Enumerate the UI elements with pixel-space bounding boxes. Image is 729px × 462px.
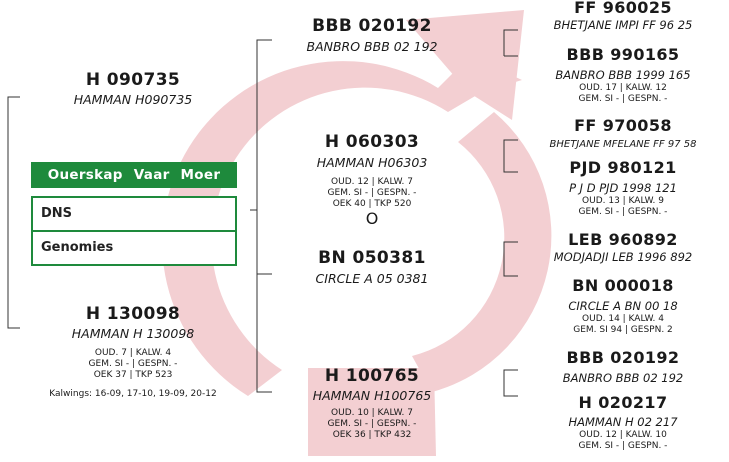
subject-stat-1: OUD. 12 | KALW. 7 [272,177,472,188]
offspring-stat-2: GEM. SI - | GESPN. - [272,419,472,430]
ancestor-stat: GEM. SI - | GESPN. - [520,441,726,452]
ancestor-id: LEB 960892 [520,230,726,249]
dam-stat-3: OEK 37 | TKP 523 [20,370,246,381]
ancestor-id: BBB 020192 [520,348,726,367]
sire-sire-name: BANBRO BBB 02 192 [272,39,472,55]
sire-sire-node[interactable]: BBB 020192 BANBRO BBB 02 192 [272,16,472,55]
offspring-name: HAMMAN H100765 [272,388,472,404]
ancestor-stat: GEM. SI - | GESPN. - [520,207,726,218]
dam-id: H 130098 [20,304,246,324]
subject-name: HAMMAN H06303 [272,155,472,171]
ancestor-name: BANBRO BBB 02 192 [520,370,726,386]
ancestor-id: H 020217 [520,393,726,412]
ancestor-name: BHETJANE IMPI FF 96 25 [520,17,726,33]
sire-sire-id: BBB 020192 [272,16,472,36]
ancestor-node[interactable]: BBB 990165 BANBRO BBB 1999 165 OUD. 17 |… [520,45,726,105]
ancestor-id: BBB 990165 [520,45,726,64]
offspring-stat-1: OUD. 10 | KALW. 7 [272,408,472,419]
subject-node[interactable]: H 060303 HAMMAN H06303 OUD. 12 | KALW. 7… [272,132,472,227]
subject-id: H 060303 [272,132,472,152]
offspring-id: H 100765 [272,366,472,386]
ancestor-stat: GEM. SI 94 | GESPN. 2 [520,325,726,336]
mate-id: BN 050381 [272,248,472,268]
ancestor-id: FF 960025 [520,0,726,17]
ancestor-stat: GEM. SI - | GESPN. - [520,94,726,105]
pedigree-panel-title: Ouerskap Vaar Moer [31,162,237,188]
ancestor-node[interactable]: BN 000018 CIRCLE A BN 00 18 OUD. 14 | KA… [520,276,726,336]
ancestor-stat: OUD. 12 | KALW. 10 [520,430,726,441]
offspring-stat-3: OEK 36 | TKP 432 [272,430,472,441]
ancestor-stat: OUD. 13 | KALW. 9 [520,196,726,207]
dam-stat-2: GEM. SI - | GESPN. - [20,359,246,370]
offspring-node[interactable]: H 100765 HAMMAN H100765 OUD. 10 | KALW. … [272,366,472,441]
ancestor-stat: OUD. 17 | KALW. 12 [520,83,726,94]
ancestor-node[interactable]: PJD 980121 P J D PJD 1998 121 OUD. 13 | … [520,158,726,218]
dam-calvings: Kalwings: 16-09, 17-10, 19-09, 20-12 [20,389,246,400]
ancestor-node[interactable]: BBB 020192 BANBRO BBB 02 192 [520,348,726,386]
ancestor-node[interactable]: H 020217 HAMMAN H 02 217 OUD. 12 | KALW.… [520,393,726,452]
ancestor-name: MODJADJI LEB 1996 892 [520,249,726,265]
panel-item-dns[interactable]: DNS [33,198,235,230]
ancestor-id: FF 970058 [520,116,726,135]
sire-name: HAMMAN H090735 [20,92,246,108]
sire-node[interactable]: H 090735 HAMMAN H090735 [20,70,246,108]
dam-name: HAMMAN H 130098 [20,326,246,342]
ancestor-id: PJD 980121 [520,158,726,177]
ancestor-node[interactable]: LEB 960892 MODJADJI LEB 1996 892 [520,230,726,265]
sire-id: H 090735 [20,70,246,90]
ancestor-node[interactable]: FF 960025 BHETJANE IMPI FF 96 25 [520,0,726,33]
ancestor-name: P J D PJD 1998 121 [520,180,726,196]
panel-item-genomies[interactable]: Genomies [33,230,235,264]
ancestor-name: HAMMAN H 02 217 [520,414,726,430]
pair-separator: O [272,211,472,227]
subject-stat-2: GEM. SI - | GESPN. - [272,188,472,199]
ancestor-name: BHETJANE MFELANE FF 97 58 [520,138,726,151]
ancestor-node[interactable]: FF 970058 BHETJANE MFELANE FF 97 58 [520,116,726,151]
ancestor-name: CIRCLE A BN 00 18 [520,298,726,314]
pedigree-panel: DNS Genomies [31,196,237,266]
ancestor-stat: OUD. 14 | KALW. 4 [520,314,726,325]
ancestor-name: BANBRO BBB 1999 165 [520,67,726,83]
ancestor-id: BN 000018 [520,276,726,295]
mate-name: CIRCLE A 05 0381 [272,271,472,287]
mate-node[interactable]: BN 050381 CIRCLE A 05 0381 [272,248,472,287]
dam-node[interactable]: H 130098 HAMMAN H 130098 OUD. 7 | KALW. … [20,304,246,400]
dam-stat-1: OUD. 7 | KALW. 4 [20,348,246,359]
